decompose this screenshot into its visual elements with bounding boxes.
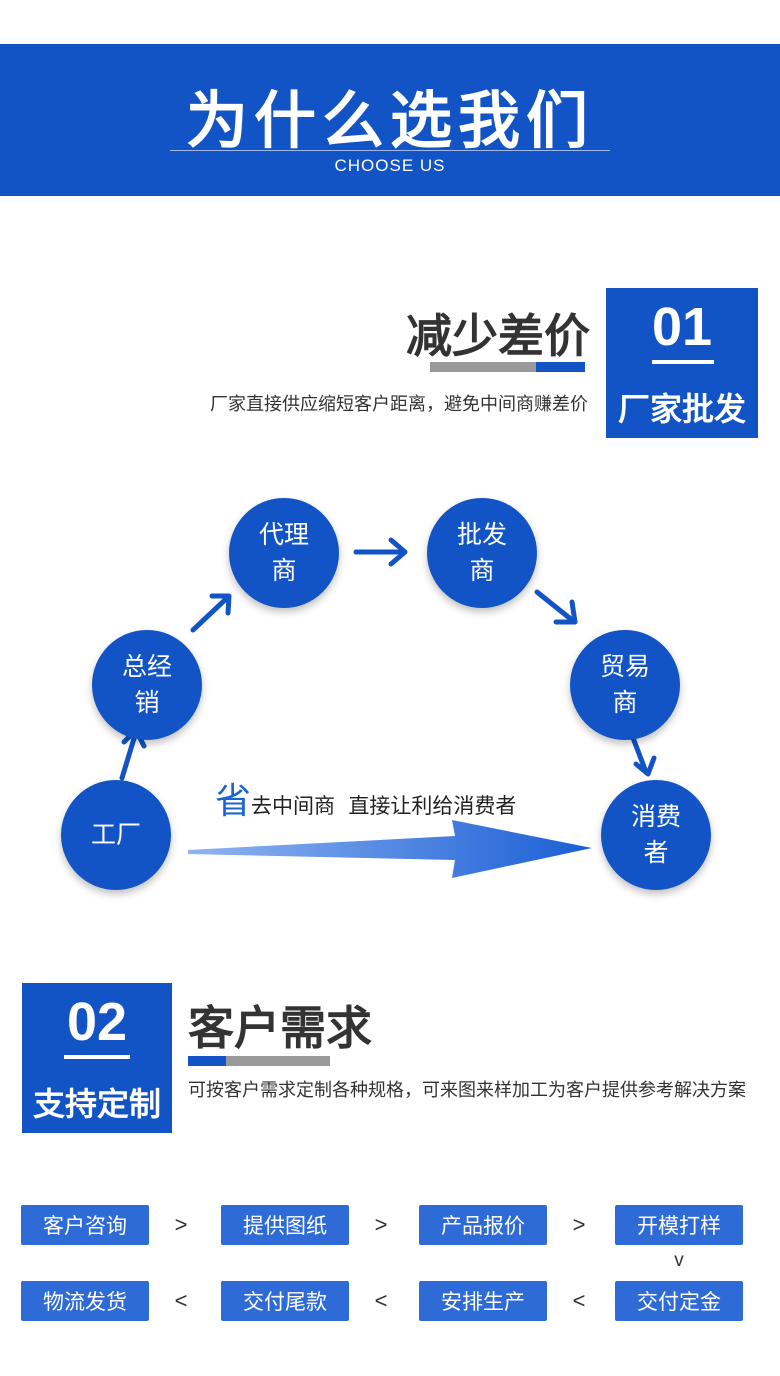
process-arrow-back: < xyxy=(572,1288,586,1313)
step-product-quote: 产品报价 xyxy=(419,1205,547,1245)
supply-chain-diagram: 工厂 总经销 代理商 批发商 贸易商 消费者 省去中间商 直接让利给消费者 xyxy=(0,460,780,930)
step-customer-inquiry: 客户咨询 xyxy=(21,1205,149,1245)
step-final-payment: 交付尾款 xyxy=(221,1281,349,1321)
step-mold-sampling: 开模打样 xyxy=(615,1205,743,1245)
slogan-highlight: 省 xyxy=(215,781,252,822)
process-arrow-back: < xyxy=(174,1288,188,1313)
direct-sale-slogan: 省去中间商 直接让利给消费者 xyxy=(215,772,516,824)
node-factory: 工厂 xyxy=(61,780,171,890)
big-direct-arrow xyxy=(188,820,592,878)
arrow-wholesaler-to-trader xyxy=(534,589,578,625)
node-distributor: 总经销 xyxy=(92,630,202,740)
section2-title-underline-accent xyxy=(188,1056,226,1066)
section1-badge: 01 厂家批发 xyxy=(606,288,758,438)
arrow-agent-to-wholesaler xyxy=(353,537,408,567)
header-banner: 为什么选我们 CHOOSE US xyxy=(0,44,780,196)
header-divider xyxy=(170,150,610,151)
node-wholesaler: 批发商 xyxy=(427,498,537,608)
section1-title-underline-accent xyxy=(536,362,585,372)
node-agent: 代理商 xyxy=(229,498,339,608)
process-arrow-back: < xyxy=(374,1288,388,1313)
step-provide-drawings: 提供图纸 xyxy=(221,1205,349,1245)
section2-title: 客户需求 xyxy=(188,1001,372,1055)
step-arrange-production: 安排生产 xyxy=(419,1281,547,1321)
section2-title-underline xyxy=(188,1056,330,1066)
section2-badge-number: 02 xyxy=(66,992,128,1052)
section2-description: 可按客户需求定制各种规格，可来图来样加工为客户提供参考解决方案 xyxy=(188,1080,746,1101)
section1-badge-underline xyxy=(652,360,714,364)
node-consumer: 消费者 xyxy=(601,780,711,890)
section2-badge-label: 支持定制 xyxy=(32,1085,161,1123)
section2-badge-underline xyxy=(64,1055,130,1059)
process-arrow-forward: > xyxy=(174,1212,188,1237)
section1-title: 减少差价 xyxy=(406,309,590,363)
section1-badge-number: 01 xyxy=(651,297,713,357)
step-deposit-payment: 交付定金 xyxy=(615,1281,743,1321)
slogan-text: 去中间商 直接让利给消费者 xyxy=(251,794,517,818)
process-arrow-down: v xyxy=(674,1250,684,1271)
arrow-distributor-to-agent xyxy=(190,593,232,633)
step-logistics-shipping: 物流发货 xyxy=(21,1281,149,1321)
process-arrow-forward: > xyxy=(572,1212,586,1237)
header-subtitle: CHOOSE US xyxy=(334,156,446,175)
section1-title-underline xyxy=(430,362,585,372)
section2-badge: 02 支持定制 xyxy=(22,983,172,1133)
process-arrow-forward: > xyxy=(374,1212,388,1237)
header-title: 为什么选我们 xyxy=(185,84,594,157)
section1-badge-label: 厂家批发 xyxy=(617,390,746,428)
node-trader: 贸易商 xyxy=(570,630,680,740)
section1-description: 厂家直接供应缩短客户距离，避免中间商赚差价 xyxy=(210,394,588,415)
